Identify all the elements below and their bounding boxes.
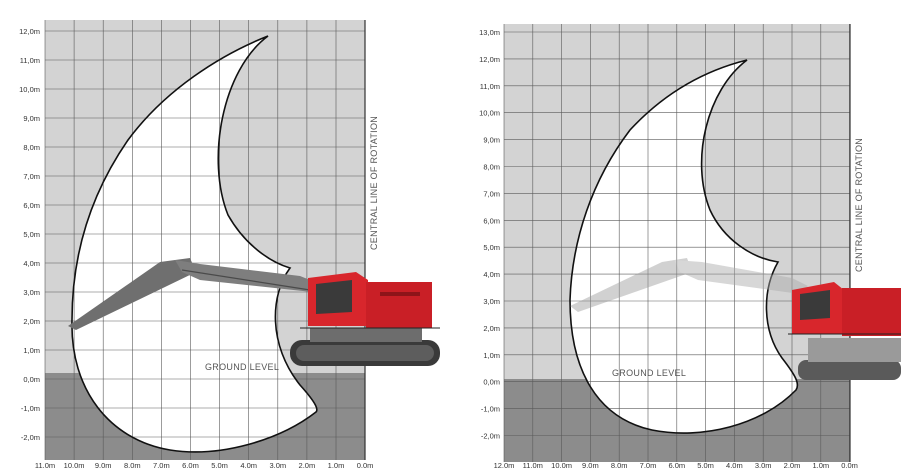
excavator-machine	[788, 282, 901, 380]
reach-envelope-outline	[569, 59, 799, 434]
x-tick-label: 9.0m	[582, 461, 599, 470]
y-axis-ticks: 12,0m 11,0m 10,0m 9,0m 8,0m 7,0m 6,0m 5,0m 4,0m 3…	[19, 27, 40, 442]
x-tick-label: 2.0m	[784, 461, 801, 470]
x-tick-label: 4.0m	[726, 461, 743, 470]
reach-diagram-right: GROUND LEVEL CENTRAL LINE OF ROTATION 13…	[462, 0, 901, 472]
x-tick-label: 5.0m	[697, 461, 714, 470]
x-tick-label: 7.0m	[153, 461, 170, 470]
x-tick-label: 9.0m	[95, 461, 112, 470]
y-tick-label: 5,0m	[23, 230, 40, 239]
y-tick-label: -1,0m	[481, 405, 500, 414]
y-tick-label: 11,0m	[480, 82, 500, 91]
y-tick-label: 5,0m	[483, 243, 500, 252]
y-tick-label: 4,0m	[483, 270, 500, 279]
y-tick-label: -2,0m	[21, 433, 40, 442]
cab-window	[316, 280, 352, 314]
x-tick-label: 1.0m	[812, 461, 829, 470]
x-tick-label: 6.0m	[182, 461, 199, 470]
y-tick-label: 3,0m	[23, 288, 40, 297]
central-rotation-label: CENTRAL LINE OF ROTATION	[854, 138, 864, 272]
right-blank-area	[365, 20, 455, 460]
x-tick-label: 10.0m	[551, 461, 572, 470]
cab-window	[800, 290, 830, 320]
engine-housing	[366, 282, 432, 328]
y-tick-label: 6,0m	[23, 201, 40, 210]
x-tick-label: 3.0m	[269, 461, 286, 470]
undercarriage	[808, 338, 901, 362]
reach-diagram-left: GROUND LEVEL CENTRAL LINE OF ROTATION 12…	[19, 20, 455, 470]
reach-diagram-left-svg: GROUND LEVEL CENTRAL LINE OF ROTATION 12…	[19, 20, 455, 470]
y-tick-label: 8,0m	[23, 143, 40, 152]
x-tick-label: 2.0m	[299, 461, 316, 470]
y-axis-ticks: 13,0m 12,0m 11,0m 10,0m 9,0m 8,0m 7,0m 6,0m 5,0m…	[479, 28, 500, 441]
grid-lines	[503, 24, 850, 462]
y-tick-label: 12,0m	[19, 27, 40, 36]
y-tick-label: 2,0m	[483, 324, 500, 333]
y-tick-label: 0,0m	[483, 378, 500, 387]
track	[798, 360, 901, 380]
y-tick-label: 0,0m	[23, 375, 40, 384]
reach-envelope-fill	[570, 60, 798, 434]
y-tick-label: 1,0m	[483, 351, 500, 360]
ground-level-label: GROUND LEVEL	[205, 362, 279, 372]
y-tick-label: -1,0m	[21, 404, 40, 413]
y-tick-label: 3,0m	[483, 297, 500, 306]
x-tick-label: 8.0m	[124, 461, 141, 470]
x-tick-label: 7.0m	[640, 461, 657, 470]
boom-arm	[570, 258, 808, 312]
x-tick-label: 8.0m	[611, 461, 628, 470]
y-tick-label: 11,0m	[20, 56, 40, 65]
boom-arm	[68, 258, 320, 330]
x-tick-label: 0.0m	[841, 461, 858, 470]
y-tick-label: 8,0m	[483, 163, 500, 172]
x-tick-label: 1.0m	[328, 461, 345, 470]
y-tick-label: 12,0m	[479, 55, 500, 64]
y-tick-label: -2,0m	[481, 432, 500, 441]
y-tick-label: 9,0m	[483, 136, 500, 145]
x-tick-label: 11.0m	[35, 461, 55, 470]
x-tick-label: 0.0m	[357, 461, 374, 470]
x-tick-label: 11.0m	[523, 461, 543, 470]
central-rotation-label: CENTRAL LINE OF ROTATION	[369, 116, 379, 250]
x-tick-label: 10.0m	[64, 461, 85, 470]
reach-envelope-fill	[71, 36, 317, 452]
reach-envelope-outline	[71, 35, 318, 453]
y-tick-label: 10,0m	[479, 109, 500, 118]
reach-diagram-right-svg: GROUND LEVEL CENTRAL LINE OF ROTATION 13…	[479, 24, 901, 470]
grid-lines	[44, 20, 366, 460]
y-tick-label: 13,0m	[479, 28, 500, 37]
x-tick-label: 4.0m	[240, 461, 257, 470]
x-axis-ticks: 12.0m 11.0m 10.0m 9.0m 8.0m 7.0m 6.0m 5.0m 4.0m 3…	[494, 461, 858, 470]
y-tick-label: 7,0m	[23, 172, 40, 181]
y-tick-label: 9,0m	[23, 114, 40, 123]
y-tick-label: 7,0m	[483, 189, 500, 198]
x-tick-label: 5.0m	[211, 461, 228, 470]
y-tick-label: 2,0m	[23, 317, 40, 326]
ground-level-label: GROUND LEVEL	[612, 368, 686, 378]
x-tick-label: 3.0m	[755, 461, 772, 470]
excavator-machine	[290, 272, 440, 366]
y-tick-label: 4,0m	[23, 259, 40, 268]
x-tick-label: 12.0m	[494, 461, 515, 470]
x-axis-ticks: 11.0m 10.0m 9.0m 8.0m 7.0m 6.0m 5.0m 4.0m 3.0m 2.…	[35, 461, 374, 470]
x-tick-label: 6.0m	[668, 461, 685, 470]
engine-housing	[842, 288, 901, 336]
y-tick-label: 10,0m	[19, 85, 40, 94]
y-tick-label: 1,0m	[23, 346, 40, 355]
y-tick-label: 6,0m	[483, 216, 500, 225]
undercarriage	[310, 328, 422, 342]
